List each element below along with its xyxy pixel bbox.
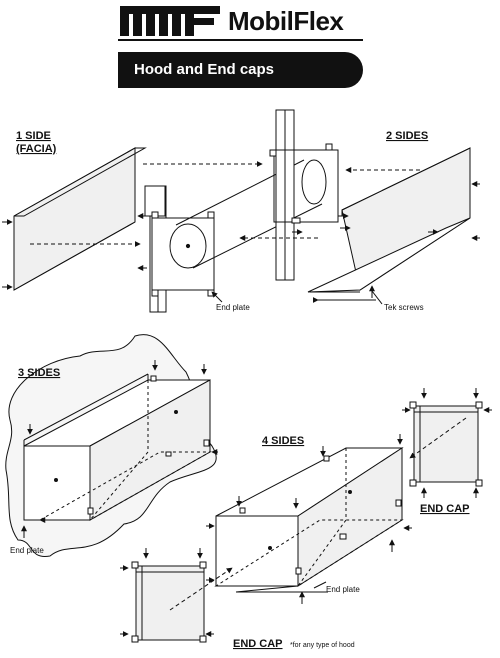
label-two-sides: 2 SIDES — [386, 130, 428, 142]
tube — [169, 159, 327, 269]
right-end-plate — [269, 143, 339, 224]
two-sides-panel — [292, 147, 480, 293]
four-sides-hood — [214, 447, 404, 593]
label-end-cap-bottom: END CAP — [233, 638, 283, 650]
header-rule — [118, 39, 363, 41]
label-one-side: 1 SIDE — [16, 130, 51, 142]
three-sides-hood — [23, 373, 212, 521]
label-hood-note: *for any type of hood — [290, 642, 355, 649]
label-end-cap-right: END CAP — [420, 503, 470, 515]
right-post — [275, 109, 295, 281]
brand-name: MobilFlex — [228, 6, 344, 36]
label-end-plate-top: End plate — [216, 303, 250, 312]
banner-title: Hood and End caps — [134, 61, 275, 78]
label-end-plate-bottom: End plate — [326, 585, 360, 594]
end-cap-right — [409, 401, 483, 487]
end-cap-bottom — [131, 561, 207, 643]
label-facia: (FACIA) — [16, 143, 57, 155]
label-four-sides: 4 SIDES — [262, 435, 304, 447]
label-tek-screws: Tek screws — [384, 303, 424, 312]
title-banner: Hood and End caps — [118, 52, 363, 88]
label-three-sides: 3 SIDES — [18, 367, 60, 379]
one-side-facia-panel — [2, 147, 147, 291]
label-end-plate-left: End plate — [10, 546, 44, 555]
